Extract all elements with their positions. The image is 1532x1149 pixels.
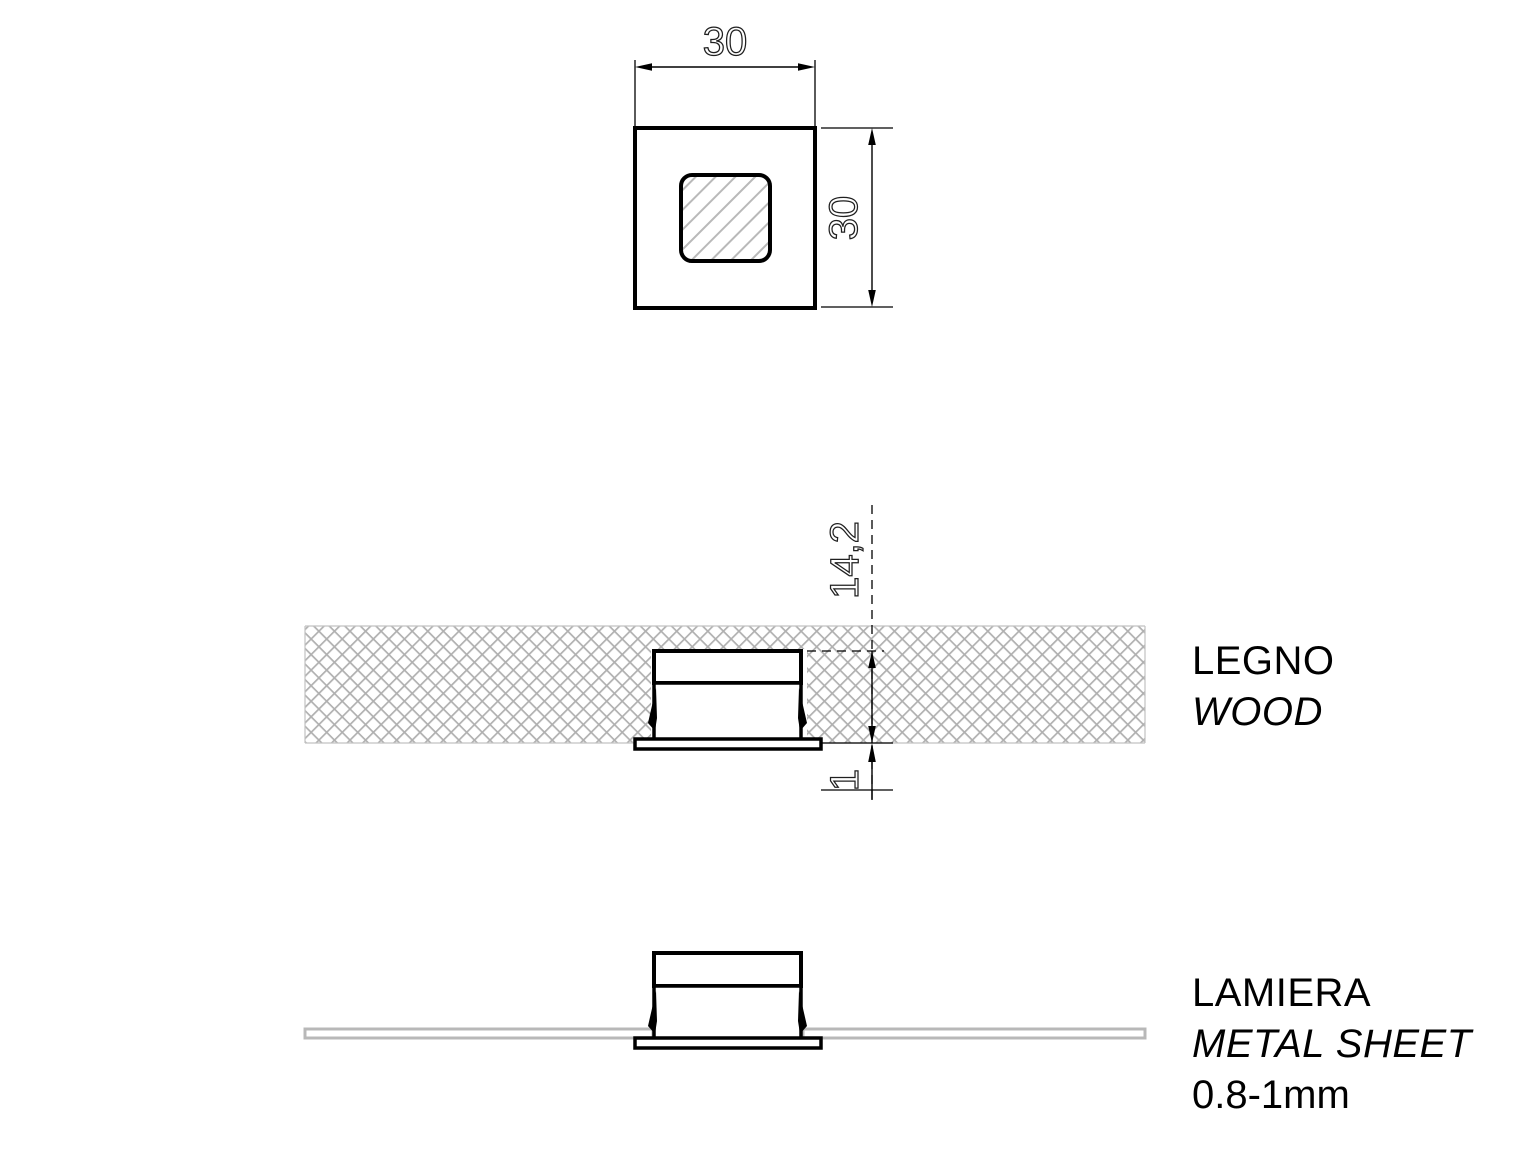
top-view-group bbox=[633, 60, 893, 310]
metal-section-group bbox=[303, 951, 1147, 1050]
insert-barb-left-metal bbox=[648, 991, 657, 1034]
dim-arrow-left bbox=[635, 63, 652, 71]
dim-arrow-top bbox=[868, 128, 876, 145]
wood-section-group bbox=[304, 505, 1146, 800]
dim-text-top-height: 30 bbox=[822, 196, 866, 241]
metal-material-label-block: LAMIERA METAL SHEET 0.8-1mm bbox=[1192, 968, 1472, 1122]
dim-arrow-protrusion bbox=[868, 743, 876, 762]
insert-cap-band-metal bbox=[652, 951, 803, 988]
dim-text-insert-depth: 14,2 bbox=[823, 521, 867, 599]
insert-flange-wood bbox=[633, 737, 823, 751]
label-legno: LEGNO bbox=[1192, 639, 1335, 683]
insert-barb-right-wood bbox=[798, 688, 807, 731]
insert-flange-metal bbox=[633, 1036, 823, 1050]
insert-cap-band-wood bbox=[652, 649, 803, 685]
insert-barb-left-wood bbox=[648, 688, 657, 731]
dim-arrow-depth-top bbox=[868, 651, 876, 668]
dim-text-top-width: 30 bbox=[703, 20, 748, 64]
insert-body-wood bbox=[652, 681, 803, 745]
dim-arrow-depth-bottom bbox=[868, 726, 876, 743]
metal-sheet-left bbox=[303, 1027, 655, 1040]
dim-text-protrusion: 1 bbox=[823, 769, 867, 791]
label-wood: WOOD bbox=[1192, 690, 1323, 735]
metal-sheet-right bbox=[801, 1027, 1147, 1040]
label-metal-sheet: METAL SHEET bbox=[1192, 1022, 1472, 1067]
label-sheet-thickness: 0.8-1mm bbox=[1192, 1073, 1350, 1118]
plan-inner-hatched-square bbox=[679, 173, 772, 263]
label-lamiera: LAMIERA bbox=[1192, 971, 1372, 1015]
dim-arrow-right bbox=[798, 63, 815, 71]
insert-body-metal bbox=[652, 984, 803, 1044]
insert-barb-right-metal bbox=[798, 991, 807, 1034]
wood-material-label-block: LEGNO WOOD bbox=[1192, 636, 1335, 738]
dim-arrow-bottom bbox=[868, 290, 876, 307]
